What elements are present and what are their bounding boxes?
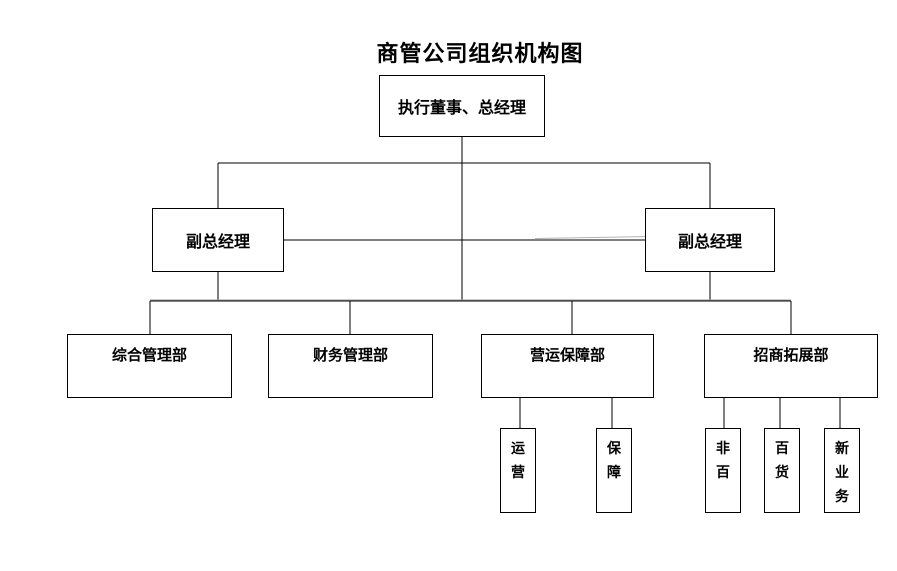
node-dept-merchant-expansion: 招商拓展部 [704,334,878,398]
node-label: 营运保障部 [529,348,605,364]
node-dept-finance-management: 财务管理部 [268,334,433,398]
node-label: 综合管理部 [111,348,187,364]
node-label: 运营 [511,442,525,481]
node-label: 新业务 [835,442,849,505]
node-label: 副总经理 [185,234,250,251]
node-team-support: 保障 [596,428,632,513]
node-team-non-department-store: 非百 [705,428,741,513]
node-dept-operations-support: 营运保障部 [481,334,654,398]
node-executive-director-gm: 执行董事、总经理 [379,75,545,137]
node-label: 非百 [716,442,730,481]
node-dept-general-management: 综合管理部 [67,334,232,398]
node-team-department-store: 百货 [764,428,800,513]
node-team-new-business: 新业务 [824,428,860,513]
node-label: 执行董事、总经理 [397,100,526,117]
node-label: 招商拓展部 [753,348,829,364]
node-label: 保障 [607,442,621,481]
chart-title: 商管公司组织机构图 [376,41,584,66]
node-team-operations: 运营 [500,428,536,513]
node-label: 百货 [775,442,789,481]
node-label: 副总经理 [677,234,742,251]
node-deputy-gm-right: 副总经理 [645,208,775,272]
node-deputy-gm-left: 副总经理 [152,208,284,272]
node-label: 财务管理部 [312,348,388,364]
